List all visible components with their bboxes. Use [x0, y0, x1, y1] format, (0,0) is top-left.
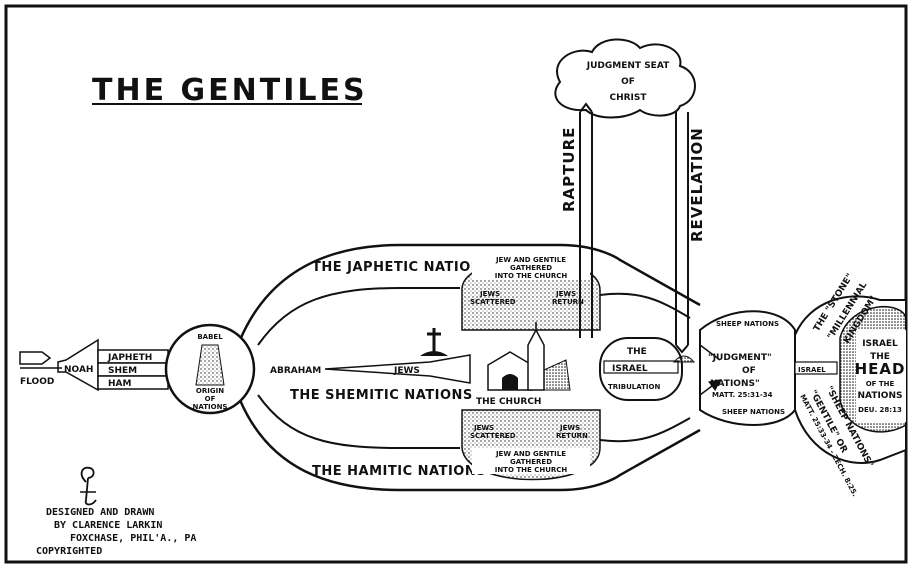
ark-icon [19, 351, 52, 365]
top-gather-3: INTO THE CHURCH [495, 272, 568, 280]
credit-block: DESIGNED AND DRAWN BY CLARENCE LARKIN FO… [36, 466, 196, 557]
origin-label-1: ORIGIN [196, 387, 224, 395]
diagram-frame [4, 4, 908, 564]
flood-label: FLOOD [20, 377, 54, 387]
top-gather-1: JEW AND GENTILE [495, 256, 566, 264]
israel-head-bg [856, 330, 906, 422]
israel-head-1: ISRAEL [862, 339, 898, 349]
judgment-of-nations: "JUDGMENT" OF NATIONS" MATT. 25:31-34 SH… [699, 310, 796, 426]
mount-icon [672, 355, 696, 363]
credit-line1: DESIGNED AND DRAWN [46, 507, 154, 518]
jews-return-bottom-2: RETURN [556, 432, 588, 440]
bottom-gather-3: INTO THE CHURCH [495, 466, 568, 474]
judgment-line2: OF [742, 366, 756, 376]
bottom-gather-2: GATHERED [510, 458, 552, 466]
cloud-shape [554, 38, 696, 119]
judgment-seat-cloud: JUDGMENT SEAT OF CHRIST [554, 38, 696, 119]
tower-icon [195, 344, 225, 386]
diagram-title: THE GENTILES [92, 73, 368, 108]
bottom-gather-bg [472, 448, 590, 474]
babel-label: BABEL [197, 333, 223, 341]
babel-circle: BABEL ORIGIN OF NATIONS [164, 323, 256, 415]
jews-spike [324, 354, 471, 384]
outer-stream [238, 243, 701, 492]
jews-scattered-top-1: JEWS [479, 290, 500, 298]
israel-head-4: OF THE [866, 380, 895, 388]
judgment-line1: "JUDGMENT" [708, 353, 772, 363]
judgment-ref: MATT. 25:31-34 [712, 391, 773, 399]
kingdom-area: ISRAEL THE "STONE" "MILLENNIAL KINGDOM" … [794, 272, 907, 498]
shemitic-label: THE SHEMITIC NATIONS [290, 388, 473, 403]
revelation-label: REVELATION [688, 127, 706, 242]
judgment-line3: NATIONS" [710, 379, 760, 389]
israel-bar [603, 360, 679, 374]
origin-label-2: OF [205, 395, 216, 403]
tribulation-label: TRIBULATION [608, 383, 660, 391]
the-label: THE [627, 347, 647, 357]
church-label: THE CHURCH [476, 397, 541, 407]
judgment-seat-line2: OF [621, 77, 635, 87]
hamitic-label: THE HAMITIC NATIONS [312, 464, 486, 479]
noah-label: NOAH [64, 365, 93, 375]
revelation-shaft: REVELATION [675, 112, 706, 354]
deut-ref: DEU. 28:13 [858, 406, 902, 414]
jews-scattered-bottom-1: JEWS [473, 424, 494, 432]
jews-return-top-2: RETURN [552, 298, 584, 306]
rapture-shaft: RAPTURE [560, 102, 593, 338]
tribulation-pod: THE ISRAEL TRIBULATION [599, 337, 696, 401]
jews-label: JEWS [393, 366, 420, 376]
jews-scattered-bottom-2: SCATTERED [470, 432, 516, 440]
credit-line3: FOXCHASE, PHIL'A., PA [70, 533, 196, 544]
top-gather-2: GATHERED [510, 264, 552, 272]
israel-head-2: THE [870, 352, 890, 362]
ham-label: HAM [108, 379, 131, 389]
japhetic-label: THE JAPHETIC NATIONS [312, 260, 492, 275]
japheth-label: JAPHETH [107, 353, 152, 363]
rapture-label: RAPTURE [560, 127, 578, 212]
church-building-icon [487, 322, 571, 391]
bottom-gather-1: JEW AND GENTILE [495, 450, 566, 458]
shem-label: SHEM [108, 366, 137, 376]
jews-return-bottom-1: JEWS [559, 424, 580, 432]
judgment-seat-line3: CHRIST [609, 93, 647, 103]
israel-small-bar [794, 361, 838, 375]
monogram-icon [80, 466, 97, 506]
israel-head-3: HEAD [855, 360, 906, 378]
sheep-bottom-label: SHEEP NATIONS [722, 408, 785, 416]
tribulation-outline [599, 337, 683, 401]
noah-branch [57, 338, 99, 392]
cross-icon [420, 328, 448, 356]
sheep-top-label: SHEEP NATIONS [716, 320, 779, 328]
inner-stream-right [599, 292, 691, 443]
origin-label-3: NATIONS [193, 403, 228, 411]
israel-head-5: NATIONS [858, 391, 903, 401]
top-gather-bg [472, 254, 590, 280]
israel-small-label: ISRAEL [798, 366, 826, 374]
jews-scattered-top-2: SCATTERED [470, 298, 516, 306]
jews-return-top-1: JEWS [555, 290, 576, 298]
israel-label: ISRAEL [612, 364, 648, 374]
abraham-label: ABRAHAM [270, 366, 321, 376]
credit-line2: BY CLARENCE LARKIN [54, 520, 162, 531]
judgment-seat-line1: JUDGMENT SEAT [586, 61, 670, 71]
credit-line4: COPYRIGHTED [36, 546, 102, 557]
inner-stream [257, 287, 460, 449]
